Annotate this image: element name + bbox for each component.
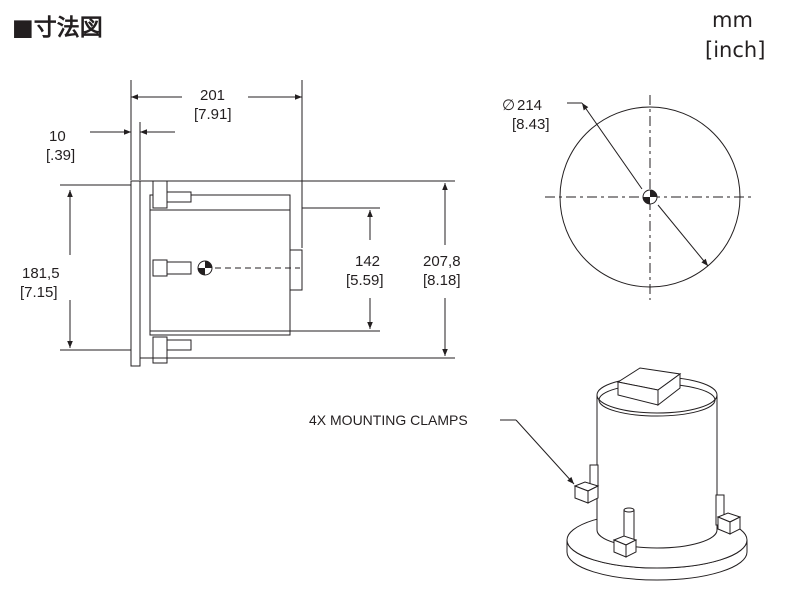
dim-flange-height-inch: [8.18] (423, 272, 461, 289)
side-view (60, 80, 455, 367)
center-mark-side (197, 260, 213, 276)
dim-flange-inch: [.39] (46, 147, 75, 164)
title-text: 寸法図 (33, 15, 103, 41)
dim-diameter-symbol: ∅ (502, 97, 515, 114)
dim-body-diameter-mm: 142 (355, 253, 380, 270)
front-view (545, 95, 755, 300)
dim-flange-diameter-mm: 214 (517, 97, 542, 114)
isometric-view (566, 367, 748, 581)
clamp-iso-left (573, 464, 600, 504)
dim-body-height-mm: 181,5 (22, 265, 60, 282)
dim-body-height-inch: [7.15] (20, 284, 58, 301)
callout-leader (500, 419, 575, 485)
unit-primary: mm (712, 8, 753, 32)
dim-flange-height-mm: 207,8 (423, 253, 461, 270)
clamp-bottom (152, 336, 192, 364)
dim-flange-mm: 10 (49, 128, 66, 145)
dim-depth-mm: 201 (200, 87, 225, 104)
dim-body-diameter-inch: [5.59] (346, 272, 384, 289)
clamp-iso-right (715, 494, 742, 535)
title-marker: ■ (12, 15, 34, 41)
page-title: ■寸法図 (12, 8, 103, 42)
callout-label: 4X MOUNTING CLAMPS (309, 412, 468, 428)
unit-secondary: [inch] (705, 38, 766, 62)
dim-flange-diameter-inch: [8.43] (512, 116, 550, 133)
dim-depth-inch: [7.91] (194, 106, 232, 123)
flange-plate (130, 180, 141, 367)
back-cap (289, 249, 303, 291)
center-mark-front (642, 189, 658, 205)
clamp-top (152, 180, 192, 209)
clamp-iso-front (612, 507, 638, 558)
clamp-middle (152, 259, 192, 277)
